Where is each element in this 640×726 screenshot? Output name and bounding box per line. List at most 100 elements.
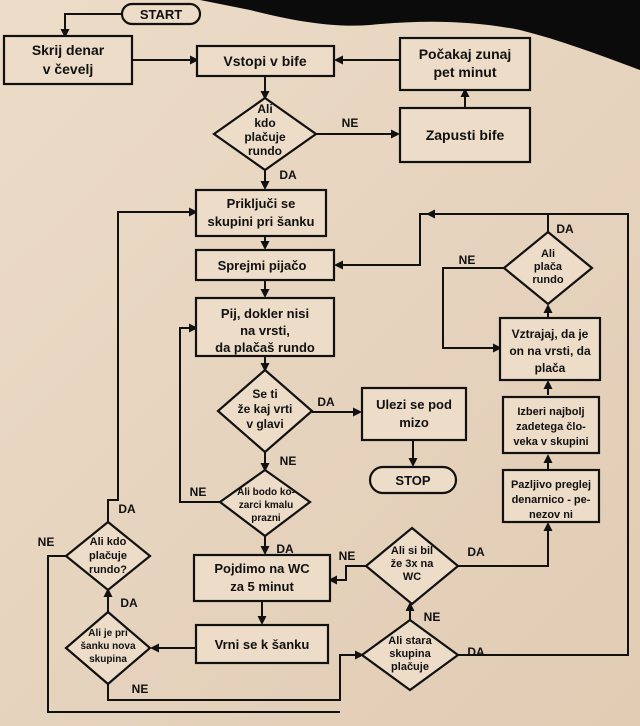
- pojdimo-line: Pojdimo na WC: [214, 561, 310, 576]
- ali-placuje2-line: plačuje: [89, 550, 127, 562]
- edge-label-da-sibil: DA: [467, 545, 485, 559]
- edge-placuje2-prikljuci: [107, 207, 198, 522]
- ulezi-line: Ulezi se pod: [376, 397, 452, 412]
- edge-sibil-pojdimo: [328, 565, 367, 585]
- ali-placa-line: plača: [534, 261, 563, 273]
- edge-label-ne-zapusti: NE: [342, 116, 359, 130]
- si-bil-diamond: [364, 526, 460, 606]
- ulezi-line: mizo: [399, 415, 429, 430]
- pojdimo-box: [192, 553, 332, 603]
- izberi-line: veka v skupini: [513, 436, 588, 448]
- edge-placuje2-bottom: [47, 555, 340, 713]
- edge-label-da-pojdimo: DA: [276, 542, 294, 556]
- ali-placuje2-line: rundo?: [89, 564, 127, 576]
- stop-label: STOP: [395, 473, 430, 488]
- edge-label-ne-pij: NE: [190, 485, 207, 499]
- nova-skupina-diamond: [64, 610, 152, 686]
- se-ti-vrti-line: Se ti: [252, 387, 277, 401]
- se-ti-vrti-diamond: [216, 368, 314, 454]
- pazljivo-label: Pazljivo preglej denarnico - pe-nezov ni: [511, 479, 591, 521]
- vstopi-label: Vstopi v bife: [223, 53, 306, 69]
- ulezi-box: [360, 386, 468, 442]
- ali-placuje1-line: kdo: [254, 116, 275, 130]
- si-bil-line: že 3x na: [391, 558, 435, 570]
- si-bil-line: WC: [403, 571, 421, 583]
- edge-label-da-placa: DA: [556, 222, 574, 236]
- se-ti-vrti-line: v glavi: [246, 417, 283, 431]
- skrij-line: v čevelj: [43, 61, 94, 77]
- stara-skupina-line: Ali stara: [388, 635, 432, 647]
- edge-label-da-ulezi: DA: [317, 395, 335, 409]
- nova-skupina-line: skupina: [89, 654, 127, 665]
- ulezi-label: Ulezi se pod mizo: [376, 397, 452, 430]
- ali-placuje2-line: Ali kdo: [90, 536, 127, 548]
- vrni-label: Vrni se k šanku: [215, 637, 310, 652]
- nova-skupina-line: Ali je pri: [88, 628, 128, 639]
- pocakaj-label: Počakaj zunaj pet minut: [419, 46, 512, 80]
- start-line: START: [140, 7, 182, 22]
- edge-kozarci-pij: [179, 323, 222, 503]
- stop-terminal: [368, 465, 458, 495]
- ali-placa-line: rundo: [532, 274, 563, 286]
- vztrajaj-box: [498, 316, 602, 382]
- edge-label-ne-sibil: NE: [339, 549, 356, 563]
- ali-placuje1-line: plačuje: [244, 130, 286, 144]
- ali-placuje2-diamond: [64, 520, 152, 592]
- bodo-kozarci-line: zarci kmalu: [239, 500, 293, 511]
- vztrajaj-line: Vztrajaj, da je: [512, 327, 589, 341]
- izberi-line: zadetega člo-: [516, 421, 586, 433]
- pazljivo-line: denarnico - pe-: [512, 494, 591, 506]
- pij-box: [194, 296, 336, 358]
- se-ti-vrti-line: že kaj vrti: [238, 402, 293, 416]
- pij-line: na vrsti,: [240, 323, 290, 338]
- edges: [47, 13, 629, 713]
- pocakaj-line: Počakaj zunaj: [419, 46, 512, 62]
- izberi-box: [501, 395, 601, 455]
- edge-label-da-placuje2: DA: [118, 502, 136, 516]
- vztrajaj-line: on na vrsti, da: [509, 344, 591, 358]
- edge-label-ne-placuje2: NE: [38, 535, 55, 549]
- bodo-kozarci-line: Ali bodo ko-: [237, 487, 295, 498]
- edge-label-da-stara: DA: [467, 645, 485, 659]
- ali-placuje1-line: rundo: [248, 144, 282, 158]
- ali-placuje1-line: Ali: [257, 102, 272, 116]
- pij-line: Pij, dokler nisi: [221, 306, 309, 321]
- start-terminal: [120, 2, 202, 26]
- edge-label-ne-placa: NE: [459, 253, 476, 267]
- sprejmi-box: [194, 248, 336, 282]
- edge-nova-stara: [107, 650, 364, 701]
- pazljivo-line: nezov ni: [529, 509, 573, 521]
- zapusti-label: Zapusti bife: [426, 127, 505, 143]
- bodo-kozarci-diamond: [218, 468, 312, 538]
- izberi-line: Izberi najbolj: [517, 406, 584, 418]
- si-bil-line: Ali si bil: [391, 545, 433, 557]
- edge-alipaca-vztrajaj: [442, 267, 505, 353]
- pocakaj-line: pet minut: [434, 64, 497, 80]
- nova-skupina-line: šanku nova: [80, 641, 135, 652]
- vstopi-line: Vstopi v bife: [223, 53, 306, 69]
- stop-line: STOP: [395, 473, 430, 488]
- pazljivo-line: Pazljivo preglej: [511, 479, 591, 491]
- pij-line: da plačaš rundo: [215, 340, 315, 355]
- prikljuci-line: skupini pri šanku: [208, 214, 315, 229]
- pij-label: Pij, dokler nisi na vrsti, da plačaš rundo: [215, 306, 315, 355]
- izberi-label: Izberi najbolj zadetega člo-veka v skupin…: [513, 406, 588, 448]
- stara-skupina-line: plačuje: [391, 661, 429, 673]
- ali-placuje2-label: Ali kdo plačuje rundo?: [89, 536, 127, 576]
- zapusti-line: Zapusti bife: [426, 127, 505, 143]
- stara-skupina-diamond: [360, 618, 460, 692]
- edge-label-ne-kozarci: NE: [280, 454, 297, 468]
- sprejmi-line: Sprejmi pijačo: [218, 258, 307, 273]
- vrni-line: Vrni se k šanku: [215, 637, 310, 652]
- torn-corner: [200, 0, 640, 70]
- pazljivo-box: [501, 468, 601, 524]
